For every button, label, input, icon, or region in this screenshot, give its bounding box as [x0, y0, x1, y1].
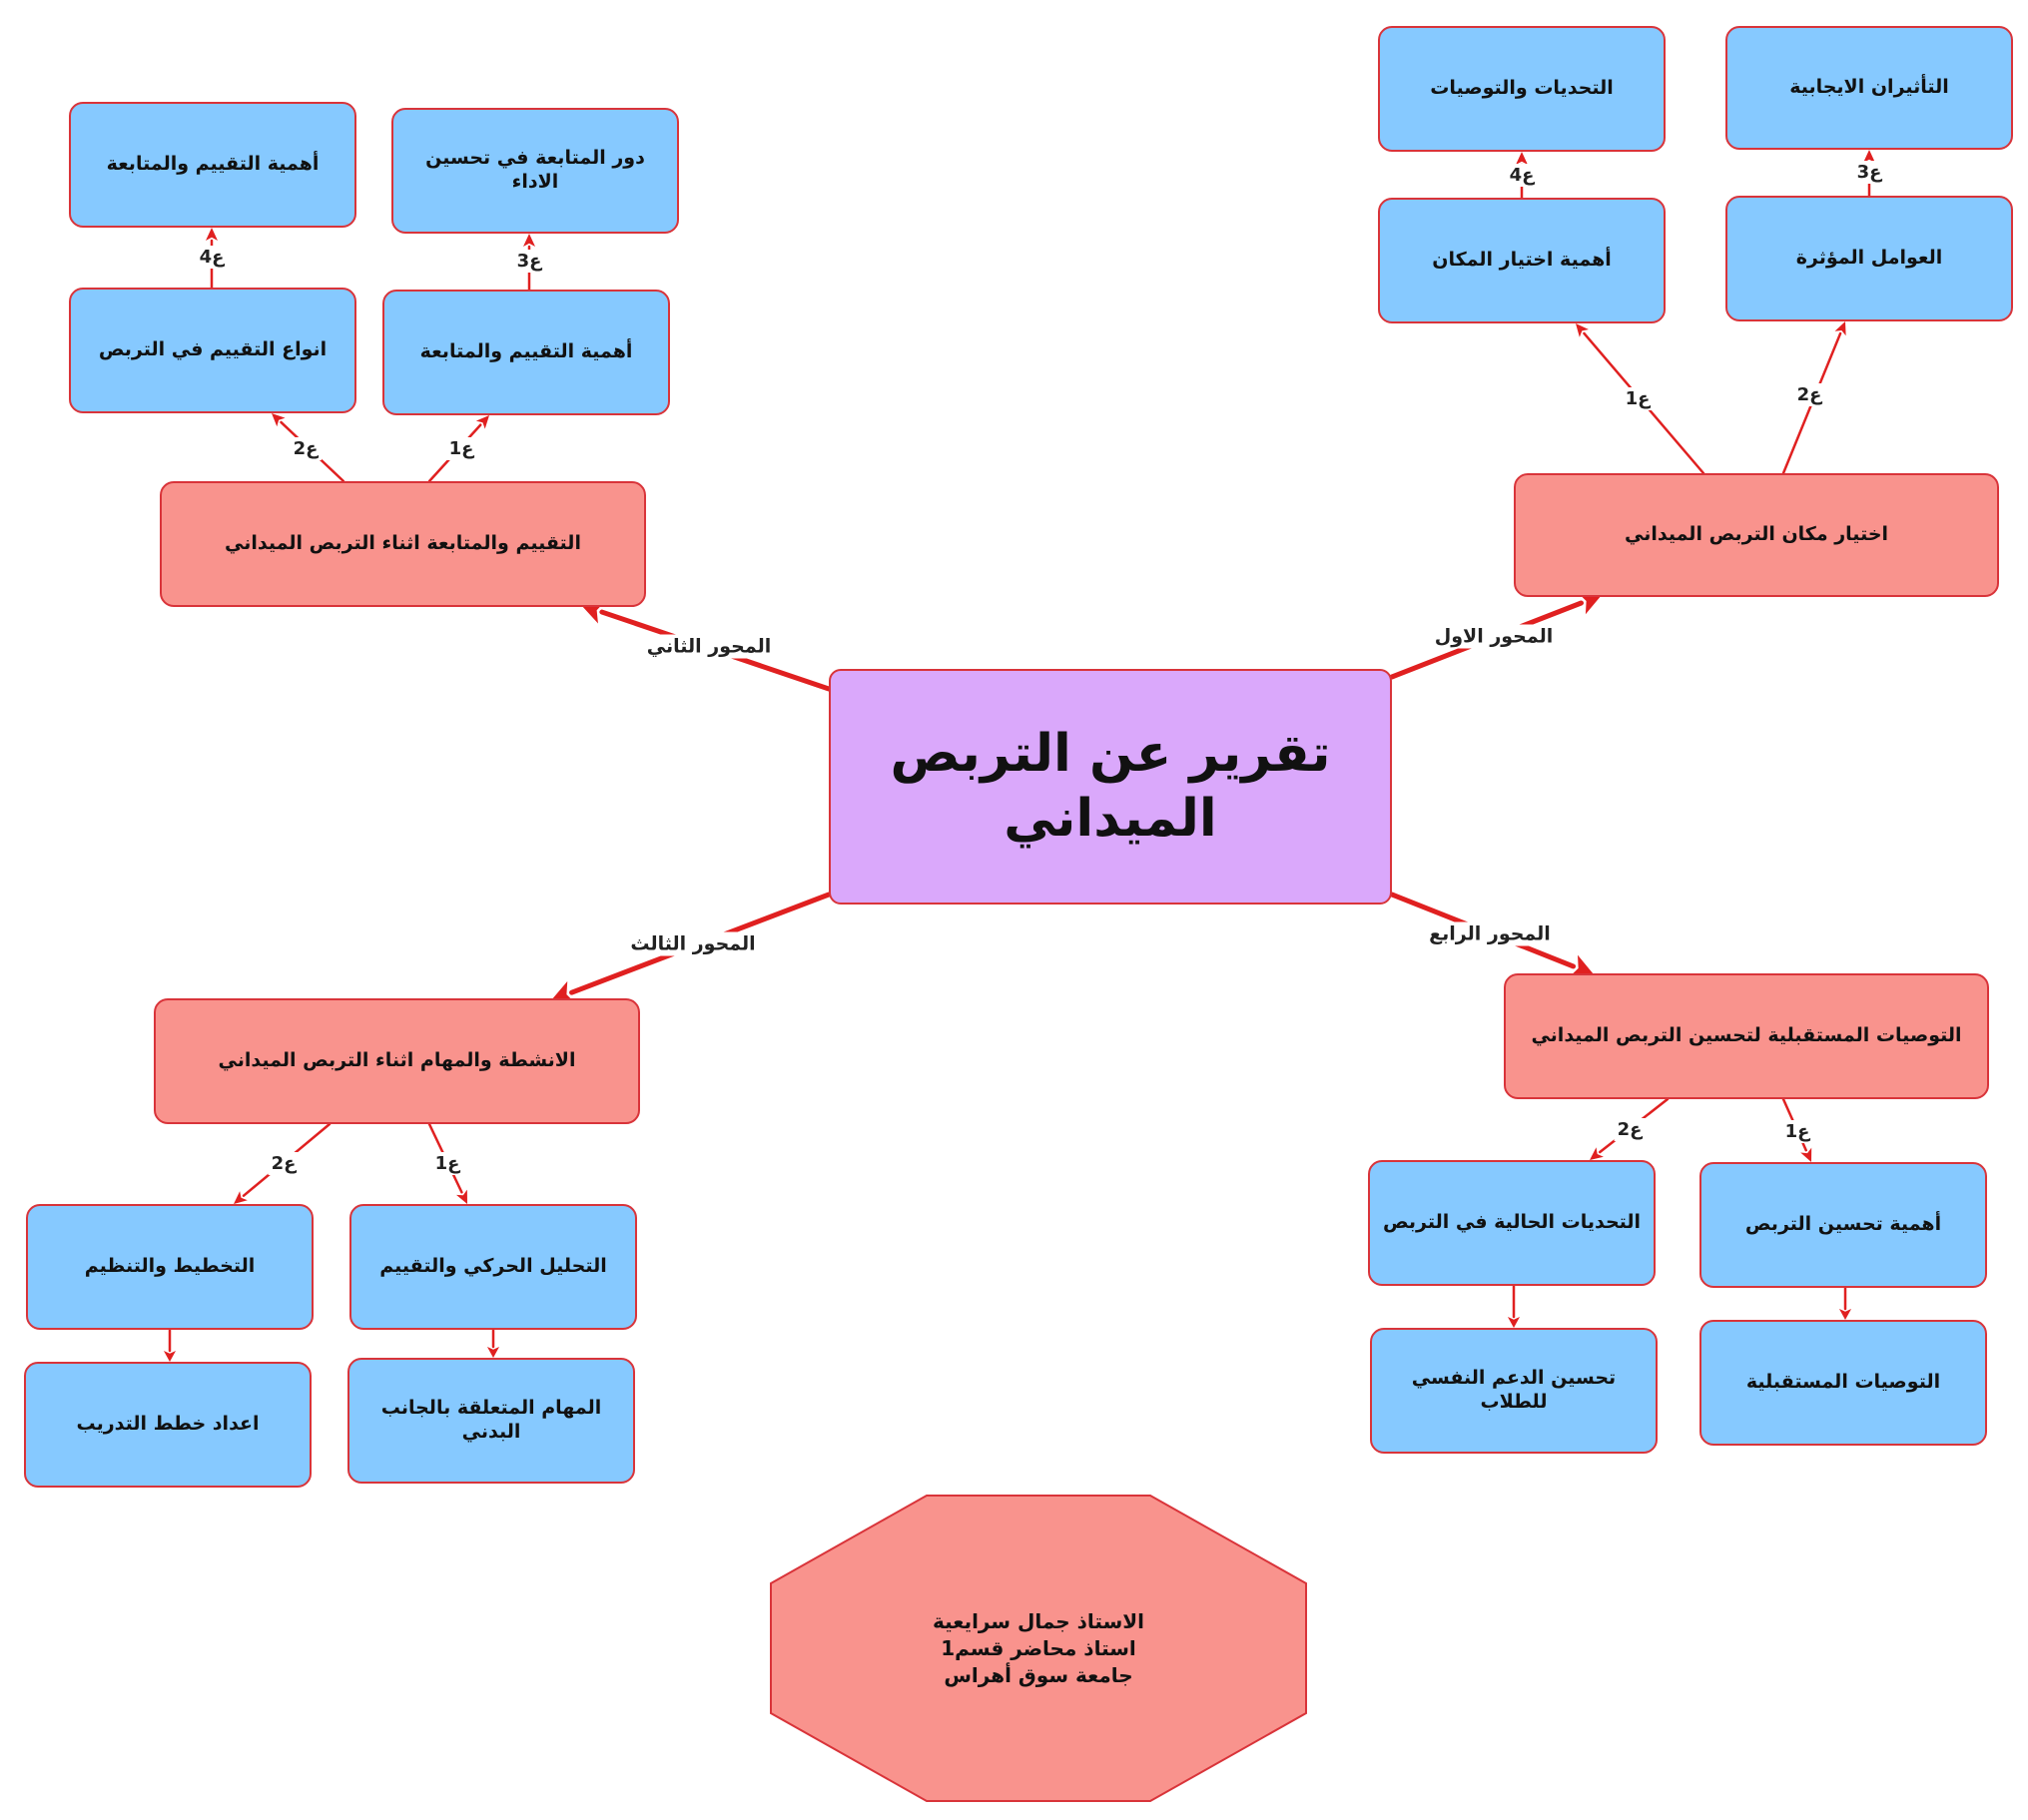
- edge-label-axis-1-leaf-2: ع3: [1857, 162, 1883, 183]
- edge-label-axis-3: المحور الثالث: [630, 933, 755, 955]
- edge-label-axis-2-child-1: ع1: [449, 438, 475, 459]
- axis-1-child-1[interactable]: أهمية اختيار المكان: [1378, 198, 1666, 323]
- edge-label-axis-3-child-2: ع2: [272, 1153, 298, 1174]
- author-university: جامعة سوق أهراس: [944, 1662, 1133, 1687]
- edge-label-axis-4-child-2: ع2: [1618, 1119, 1644, 1140]
- center-topic[interactable]: تقرير عن التربص الميداني: [829, 669, 1392, 905]
- axis-1-child-2[interactable]: العوامل المؤثرة: [1725, 196, 2013, 321]
- axis-2-child-2[interactable]: انواع التقييم في التربص: [69, 288, 356, 413]
- edge-label-axis-1-leaf-2-bg: [1853, 161, 1886, 184]
- axis-2-node[interactable]: التقييم والمتابعة اثناء التربص الميداني: [160, 481, 646, 607]
- edge-label-axis-4-child-1: ع1: [1785, 1121, 1811, 1142]
- edge-axis-3-leaf-1: [486, 1328, 500, 1358]
- edge-label-axis-3-bg: [627, 931, 759, 956]
- axis-3-child-1[interactable]: التحليل الحركي والتقييم: [349, 1204, 637, 1330]
- edge-label-axis-2-leaf-1: ع3: [517, 251, 543, 272]
- author-name: الاستاذ جمال سرايعية: [932, 1608, 1145, 1633]
- edge-label-axis-1-child-1-bg: [1622, 387, 1655, 410]
- edge-label-axis-4-child-2-bg: [1614, 1118, 1647, 1141]
- edge-label-axis-2-child-2-bg: [290, 437, 323, 460]
- axis-2-leaf-1[interactable]: دور المتابعة في تحسين الاداء: [391, 108, 679, 234]
- axis-3-leaf-2[interactable]: اعداد خطط التدريب: [24, 1362, 312, 1488]
- edge-label-axis-2-leaf-2: ع4: [200, 247, 226, 268]
- axis-4-leaf-2[interactable]: تحسين الدعم النفسي للطلاب: [1370, 1328, 1658, 1454]
- edge-label-axis-2-bg: [643, 634, 775, 659]
- edge-label-axis-2-leaf-2-bg: [196, 246, 229, 269]
- axis-2-leaf-2[interactable]: أهمية التقييم والمتابعة: [69, 102, 356, 228]
- edge-label-axis-4-bg: [1426, 921, 1554, 946]
- edge-label-axis-1-leaf-1-bg: [1506, 164, 1539, 187]
- edge-label-axis-2-leaf-1-bg: [513, 250, 546, 273]
- edge-label-axis-1-child-1: ع1: [1626, 388, 1652, 409]
- axis-2-child-1[interactable]: أهمية التقييم والمتابعة: [382, 290, 670, 415]
- axis-1-leaf-2[interactable]: التأثيران الايجابية: [1725, 26, 2013, 150]
- edge-label-axis-1-leaf-1: ع4: [1510, 165, 1536, 186]
- axis-4-node[interactable]: التوصيات المستقبلية لتحسين التربص الميدا…: [1504, 973, 1989, 1099]
- edge-label-axis-2-child-1-bg: [445, 437, 478, 460]
- edge-label-axis-3-child-1: ع1: [435, 1153, 461, 1174]
- axis-4-child-2[interactable]: التحديات الحالية في التربص: [1368, 1160, 1656, 1286]
- author-octagon[interactable]: الاستاذ جمال سرايعية استاذ محاضر قسم1 جا…: [769, 1494, 1308, 1803]
- edge-axis-3-leaf-2: [163, 1328, 177, 1362]
- axis-4-child-1[interactable]: أهمية تحسين التربص: [1699, 1162, 1987, 1288]
- edge-label-axis-3-child-1-bg: [431, 1152, 464, 1175]
- edge-label-axis-1: المحور الاول: [1435, 626, 1554, 648]
- edge-axis-4-leaf-2: [1507, 1284, 1521, 1328]
- edge-label-axis-1-child-2-bg: [1793, 383, 1826, 406]
- edge-label-axis-2-child-2: ع2: [294, 438, 320, 459]
- edge-label-axis-1-child-2: ع2: [1797, 384, 1823, 405]
- axis-4-leaf-1[interactable]: التوصيات المستقبلية: [1699, 1320, 1987, 1446]
- axis-1-node[interactable]: اختيار مكان التربص الميداني: [1514, 473, 1999, 597]
- octagon-shape: [770, 1495, 1307, 1802]
- axis-3-leaf-1[interactable]: المهام المتعلقة بالجانب البدني: [347, 1358, 635, 1484]
- edge-label-axis-4: المحور الرابع: [1429, 923, 1551, 945]
- axis-1-leaf-1[interactable]: التحديات والتوصيات: [1378, 26, 1666, 152]
- edge-label-axis-2: المحور الثاني: [647, 636, 771, 658]
- author-title: استاذ محاضر قسم1: [941, 1635, 1136, 1660]
- axis-3-node[interactable]: الانشطة والمهام اثناء التربص الميداني: [154, 998, 640, 1124]
- edge-label-axis-3-child-2-bg: [268, 1152, 301, 1175]
- edge-label-axis-1-bg: [1431, 624, 1557, 649]
- axis-3-child-2[interactable]: التخطيط والتنظيم: [26, 1204, 314, 1330]
- edge-label-axis-4-child-1-bg: [1781, 1120, 1814, 1143]
- edge-axis-4-leaf-1: [1838, 1286, 1852, 1320]
